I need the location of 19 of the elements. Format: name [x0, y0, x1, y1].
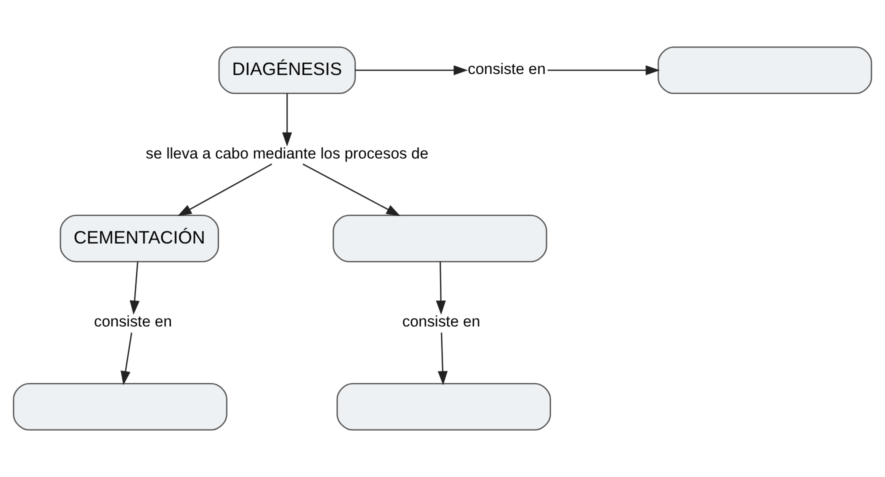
arrow [302, 164, 400, 216]
arrow [436, 262, 446, 315]
node-box [336, 382, 552, 430]
arrow [130, 262, 140, 315]
arrow [178, 164, 272, 216]
arrow [282, 93, 292, 146]
node-box: CEMENTACIÓN [60, 214, 220, 262]
arrow [355, 65, 468, 76]
node-box: DIAGÉNESIS [218, 46, 356, 94]
arrow [548, 65, 660, 76]
arrow [120, 332, 132, 386]
node-text: se lleva a cabo mediante los procesos de [146, 145, 428, 162]
node-box [332, 214, 548, 262]
node-text: consiste en [402, 314, 480, 331]
node-box [12, 382, 228, 430]
arrow [438, 332, 448, 386]
node-box [658, 46, 872, 94]
node-text: consiste en [468, 61, 546, 78]
node-text: consiste en [94, 314, 172, 331]
